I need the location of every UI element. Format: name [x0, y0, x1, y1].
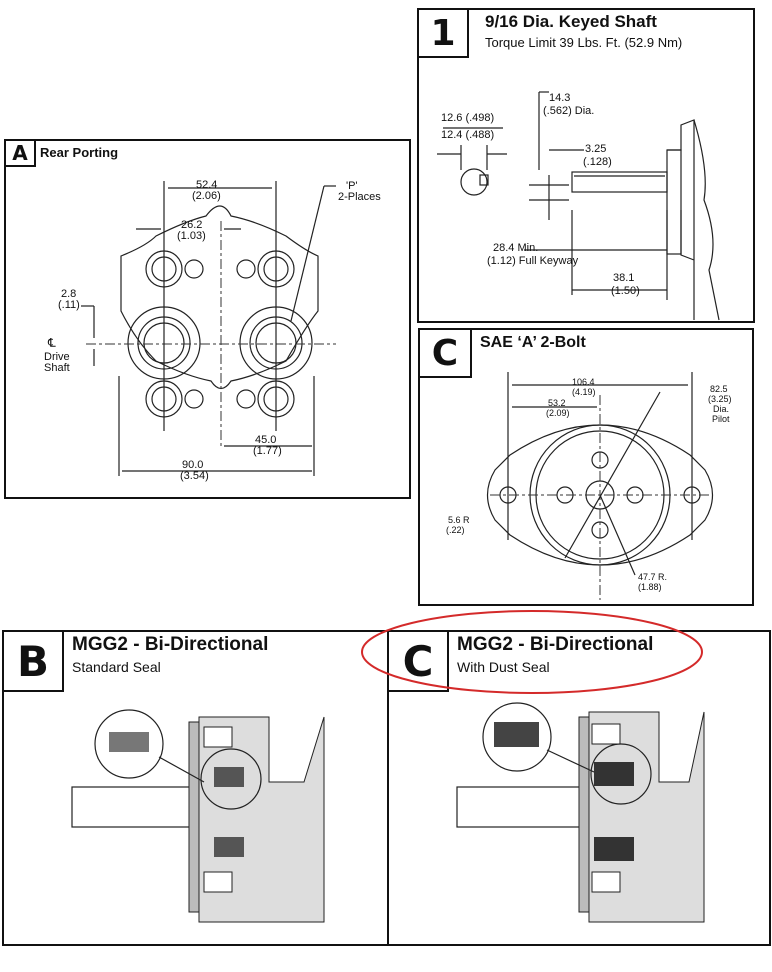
- dim-half-width-in: (1.77): [253, 445, 282, 457]
- dust-seal-cross-section: [456, 702, 705, 923]
- dim-offset-in: (.11): [58, 299, 80, 311]
- dim-half-flange: 53.2: [548, 398, 566, 408]
- keyed-shaft-panel: 1 9/16 Dia. Keyed Shaft Torque Limit 39 …: [417, 8, 755, 323]
- rear-porting-panel: A Rear Porting 52.4 (2.06) 26.2 (1.03) 2…: [4, 139, 411, 499]
- shaft-label: Shaft: [44, 362, 70, 374]
- panel-title: MGG2 - Bi-Directional: [72, 634, 269, 655]
- dim-width: 90.0: [182, 459, 204, 471]
- port-places: 2-Places: [338, 191, 381, 203]
- rear-porting-drawing: [81, 181, 336, 476]
- dim-keyway-in: (1.12) Full Keyway: [487, 255, 579, 267]
- panel-subtitle: Standard Seal: [72, 659, 161, 675]
- dim-slot-radius-in: (.22): [446, 525, 465, 535]
- panel-badge: A: [4, 139, 36, 167]
- dim-port-spacing: 52.4: [196, 179, 218, 191]
- dim-pilot-dia: Dia.: [713, 404, 730, 414]
- dim-flange-width-in: (4.19): [572, 387, 596, 397]
- dim-dia-in: (.562) Dia.: [543, 105, 595, 117]
- keyed-shaft-drawing: [437, 91, 720, 321]
- dim-half-width: 45.0: [255, 434, 277, 446]
- port-label: 'P': [346, 180, 358, 192]
- dim-dia: 14.3: [549, 92, 571, 104]
- centerline-symbol: ℄: [48, 336, 56, 350]
- panel-title: 9/16 Dia. Keyed Shaft: [485, 12, 657, 31]
- sae-mount-panel: C SAE ‘A’ 2-Bolt 106.4 (4.19) 53.2 (2.09…: [418, 328, 754, 606]
- panel-subtitle: Torque Limit 39 Lbs. Ft. (52.9 Nm): [485, 35, 683, 50]
- dim-pilot: 82.5: [710, 384, 728, 394]
- dim-length: 38.1: [613, 272, 635, 284]
- dim-keyway: 28.4 Min.: [493, 242, 539, 254]
- dim-bolt-radius-in: (1.88): [638, 582, 662, 592]
- drive-label: Drive: [44, 351, 70, 363]
- dust-seal-panel: C MGG2 - Bi-Directional With Dust Seal: [387, 630, 771, 946]
- dim-pilot-in: (3.25): [708, 394, 732, 404]
- dim-width-in: (3.54): [180, 470, 209, 482]
- standard-seal-cross-section: [71, 709, 325, 923]
- dim-shaft-min: 12.4 (.488): [441, 129, 495, 141]
- dim-offset: 2.8: [61, 288, 77, 300]
- dim-slot-radius: 5.6 R: [448, 515, 470, 525]
- dim-length-in: (1.50): [611, 285, 640, 297]
- dim-pilot-label: Pilot: [712, 414, 730, 424]
- dim-port-spacing-in: (2.06): [192, 190, 221, 202]
- dim-shaft-max: 12.6 (.498): [441, 112, 495, 124]
- standard-seal-panel: B MGG2 - Bi-Directional Standard Seal: [2, 630, 389, 946]
- dim-key: 3.25: [585, 143, 607, 155]
- dim-key-in: (.128): [583, 156, 612, 168]
- dim-bolt-radius: 47.7 R.: [638, 572, 668, 582]
- dim-half-spacing-in: (1.03): [177, 230, 206, 242]
- dim-half-flange-in: (2.09): [546, 408, 570, 418]
- panel-badge: B: [2, 630, 64, 692]
- dim-flange-width: 106.4: [572, 377, 595, 387]
- panel-title: Rear Porting: [40, 145, 119, 160]
- panel-badge: C: [418, 328, 472, 378]
- panel-badge: 1: [417, 8, 469, 58]
- dim-half-spacing: 26.2: [181, 219, 203, 231]
- sae-mount-drawing: [486, 372, 714, 600]
- panel-title: SAE ‘A’ 2-Bolt: [480, 334, 586, 351]
